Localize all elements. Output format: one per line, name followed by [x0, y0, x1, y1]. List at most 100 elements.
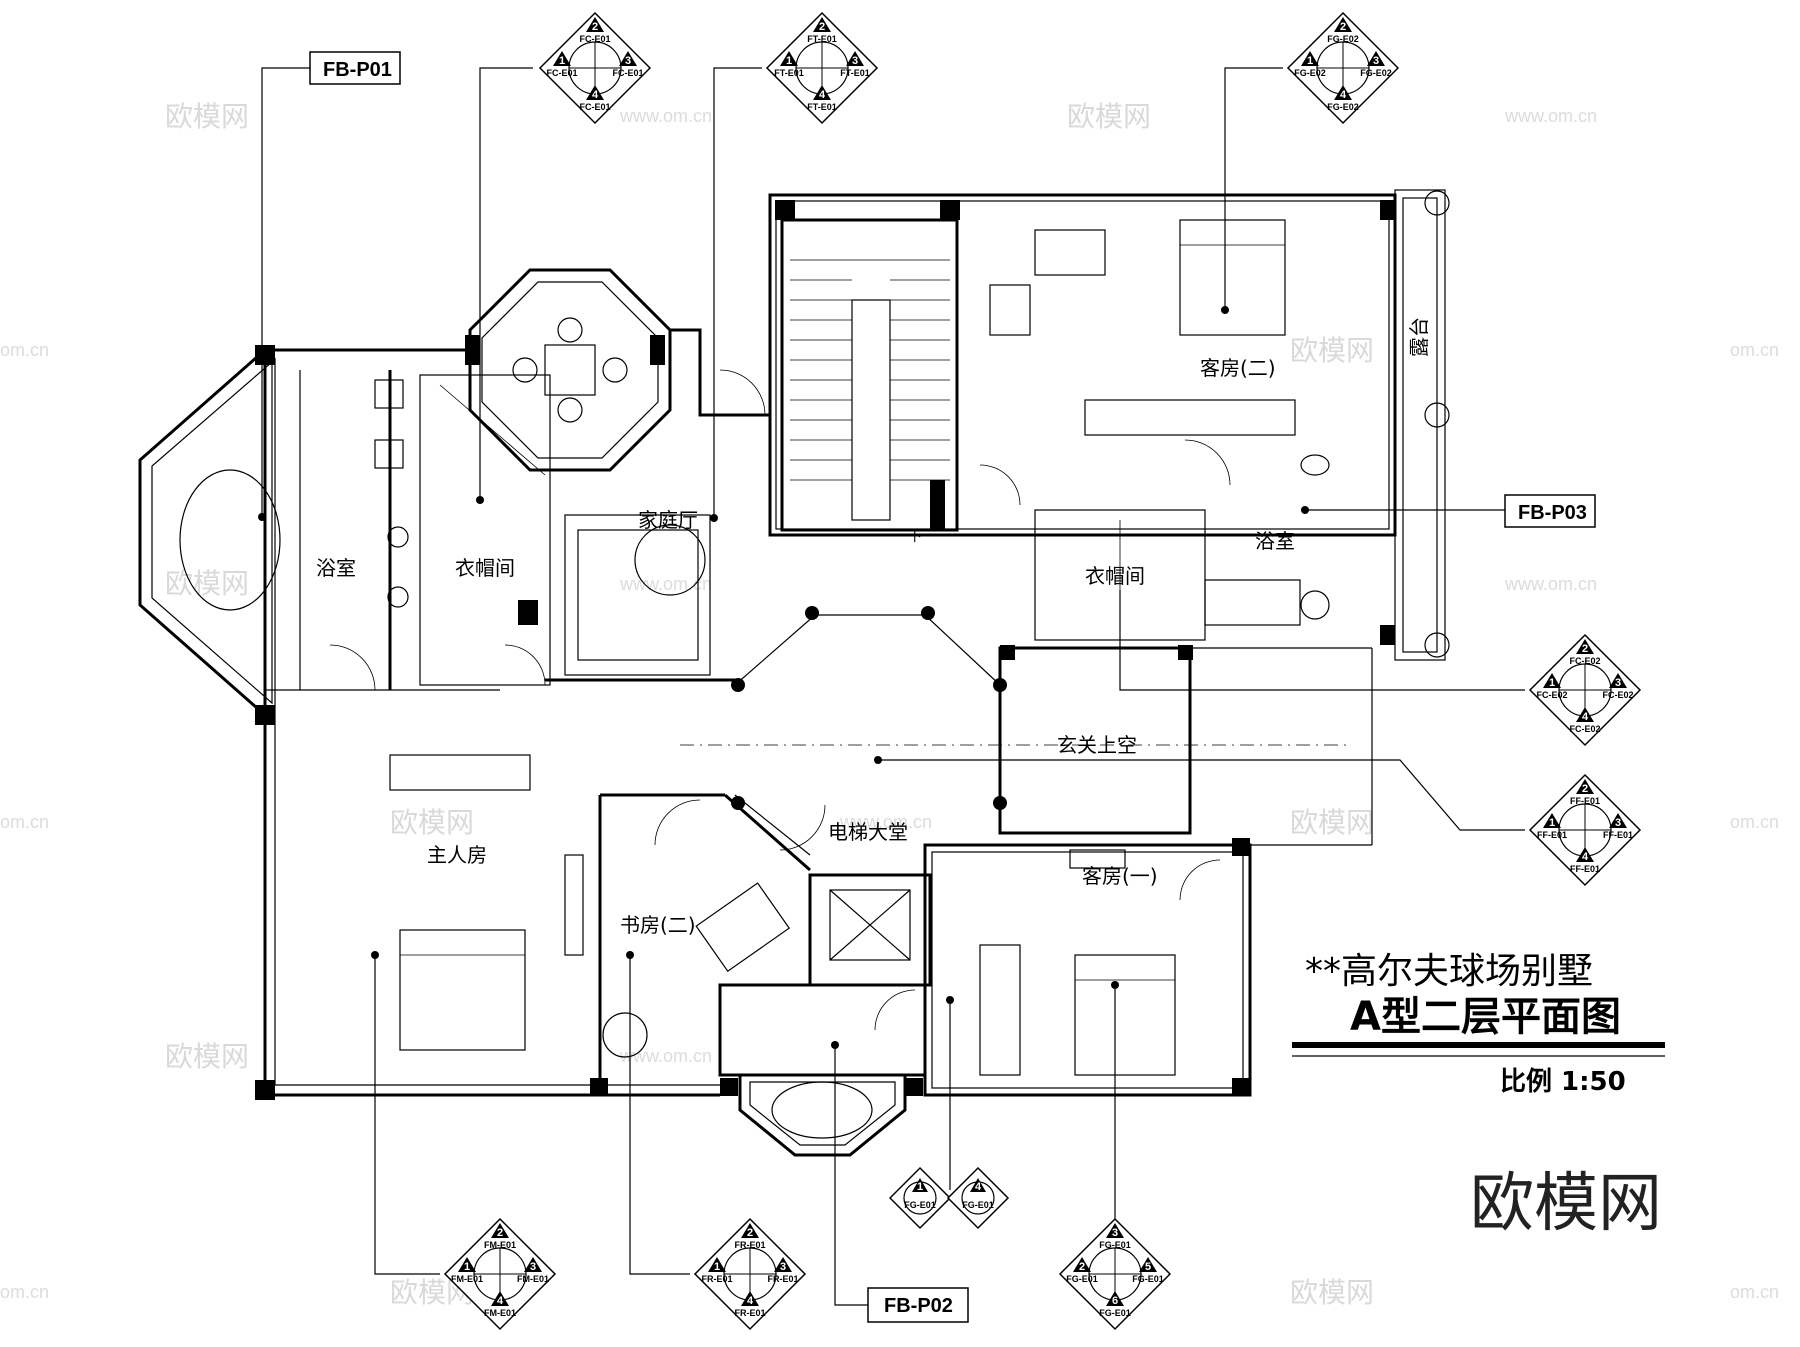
room-label-balcony: 露台	[1407, 317, 1431, 357]
marker-pointer	[491, 1223, 509, 1238]
marker-code: FG-E02	[1360, 68, 1392, 78]
marker-pointer	[774, 1257, 792, 1272]
title-underline-thick	[1292, 1042, 1665, 1048]
watermark-url: om.cn	[0, 812, 49, 832]
marker-pointer	[524, 1257, 542, 1272]
marker-pointer	[741, 1223, 759, 1238]
marker-pointer	[813, 85, 831, 100]
marker-code: FG-E02	[1294, 68, 1326, 78]
marker-number: 4	[1340, 89, 1347, 101]
watermark-url: www.om.cn	[619, 1046, 712, 1066]
marker-code: FC-E02	[1602, 690, 1633, 700]
room-label-study-2: 书房(二)	[620, 913, 696, 937]
marker-pointer	[708, 1257, 726, 1272]
marker-pointer	[553, 51, 571, 66]
room-label-bathroom-left: 浴室	[316, 556, 356, 580]
building-walls	[138, 189, 1450, 1157]
watermark-text: 欧模网	[165, 567, 249, 600]
marker-code: FR-E01	[734, 1308, 765, 1318]
watermark-url: om.cn	[1730, 1282, 1779, 1302]
marker-pointer	[619, 51, 637, 66]
room-label-family-hall: 家庭厅	[638, 508, 698, 532]
room-label-guest-room-1: 客房(一)	[1082, 864, 1158, 888]
marker-pointer	[1334, 85, 1352, 100]
marker-code: FF-E01	[1570, 864, 1600, 874]
tag-box-fb-p01	[309, 51, 401, 85]
watermark-text: 欧模网	[1290, 334, 1374, 367]
room-labels: 浴室 衣帽间 家庭厅 客房(二) 露台 浴室 衣帽间 玄关上空 主人房 电梯大堂…	[316, 317, 1431, 937]
marker-code: FG-E01	[1066, 1274, 1098, 1284]
marker-code: FF-E01	[1603, 830, 1633, 840]
marker-number: 2	[1340, 21, 1346, 33]
marker-pointer	[741, 1291, 759, 1306]
marker-code: FG-E01	[962, 1200, 994, 1210]
marker-code: FM-E01	[484, 1240, 516, 1250]
watermark-url: om.cn	[0, 340, 49, 360]
marker-number: 2	[1079, 1261, 1085, 1273]
marker-code: FG-E02	[1327, 102, 1359, 112]
marker-code: FT-E01	[774, 68, 804, 78]
marker-number: 3	[852, 55, 858, 67]
watermark-url: www.om.cn	[1504, 574, 1597, 594]
tag-box-fb-p02	[867, 1287, 969, 1323]
marker-number: 3	[1373, 55, 1379, 67]
marker-pointer	[1106, 1223, 1124, 1238]
marker-pointer	[813, 17, 831, 32]
marker-pointer	[1139, 1257, 1157, 1272]
watermark-url: om.cn	[0, 1282, 49, 1302]
marker-pointer	[586, 17, 604, 32]
watermark-url: www.om.cn	[1504, 106, 1597, 126]
marker-number: 4	[819, 89, 826, 101]
watermark-url: om.cn	[1730, 340, 1779, 360]
marker-number: 1	[1549, 817, 1555, 829]
marker-number: 6	[1112, 1295, 1118, 1307]
marker-code: FM-E01	[484, 1308, 516, 1318]
marker-number: 1	[464, 1261, 470, 1273]
marker-pointer	[1609, 673, 1627, 688]
watermark-url: om.cn	[1730, 812, 1779, 832]
drawing-scale: 比例 1:50	[1500, 1067, 1626, 1097]
marker-pointer	[1576, 847, 1594, 862]
marker-code: FG-E01	[1099, 1240, 1131, 1250]
marker-pointer	[1367, 51, 1385, 66]
marker-number: 3	[1615, 677, 1621, 689]
watermark-text: 欧模网	[165, 1040, 249, 1073]
marker-number: 1	[559, 55, 565, 67]
room-label-foyer-void: 玄关上空	[1057, 733, 1137, 757]
marker-pointer	[1334, 17, 1352, 32]
tag-box-fb-p03	[1504, 494, 1596, 528]
marker-pointer	[1576, 639, 1594, 654]
room-label-bathroom-right: 浴室	[1255, 529, 1295, 553]
marker-pointer	[1609, 813, 1627, 828]
watermark-layer: 欧模网 www.om.cn 欧模网 www.om.cn om.cn 欧模网 om…	[0, 100, 1779, 1309]
tag-fb-p02: FB-P02	[884, 1295, 953, 1317]
marker-pointer	[1543, 673, 1561, 688]
marker-code: FT-E01	[807, 34, 837, 44]
marker-number: 2	[497, 1227, 503, 1239]
marker-pointer	[586, 85, 604, 100]
marker-number: 1	[1307, 55, 1313, 67]
marker-number: 2	[1582, 783, 1588, 795]
marker-code: FC-E02	[1569, 724, 1600, 734]
watermark-text: 欧模网	[1290, 806, 1374, 839]
marker-code: FT-E01	[840, 68, 870, 78]
marker-code: FT-E01	[807, 102, 837, 112]
marker-pointer	[1543, 813, 1561, 828]
marker-number: 4	[592, 89, 599, 101]
watermark-text: 欧模网	[1290, 1276, 1374, 1309]
marker-number: 3	[530, 1261, 536, 1273]
marker-code: FC-E02	[1536, 690, 1567, 700]
watermark-text: 欧模网	[1067, 100, 1151, 133]
marker-code: FC-E01	[546, 68, 577, 78]
elevation-marker-fg-half: 4FG-E01	[946, 1166, 1010, 1230]
marker-code: FG-E01	[1099, 1308, 1131, 1318]
watermark-text: 欧模网	[390, 806, 474, 839]
marker-pointer	[1576, 707, 1594, 722]
leader-lines	[258, 67, 1525, 1306]
